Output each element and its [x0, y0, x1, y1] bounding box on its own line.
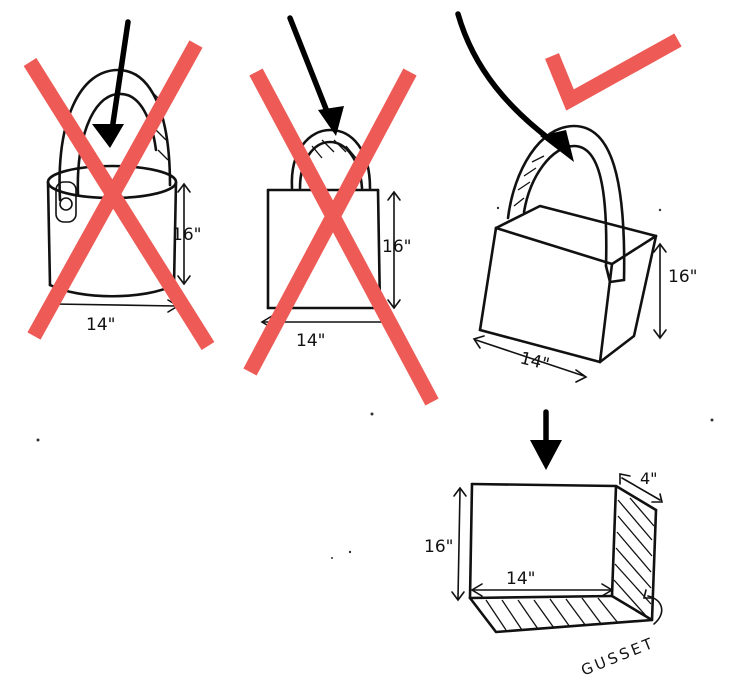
bag-1-height-dimension: [177, 182, 191, 286]
bag-3-width-dimension: [472, 335, 588, 383]
bag-1-reject-stroke-a: [23, 58, 215, 350]
bag-3-height-dimension: [653, 242, 667, 340]
ink-specks: [36, 206, 714, 559]
bag-2-height-dimension: [387, 190, 401, 310]
gusset-width-label: 14": [506, 569, 535, 589]
bag-3-width-label: 14": [518, 348, 551, 375]
bag-3-height-label: 16": [668, 267, 697, 287]
bag-2-reject-stroke-b: [243, 68, 417, 376]
bag-1-pointer-arrow: [92, 19, 131, 148]
bag-1-height-label: 16": [172, 225, 201, 245]
gusset-depth-label: 4": [640, 469, 658, 488]
bag-1: 16" 14": [23, 19, 215, 350]
gusset-box-body: [468, 482, 658, 634]
bag-1-width-dimension: [53, 299, 180, 313]
bag-2-width-label: 14": [296, 331, 325, 351]
bag-1-reject-mark: [23, 40, 215, 350]
bag-2-pointer-arrow: [287, 15, 344, 136]
down-arrow: [530, 409, 562, 470]
bag-2-reject-mark: [243, 68, 439, 406]
gusset-hatch-bottom: [485, 597, 619, 631]
bag-3: 16" 14": [455, 11, 697, 383]
gusset-box: 16" 14" 4" GUSSET: [424, 469, 664, 679]
gusset-label: GUSSET: [578, 633, 657, 679]
gusset-depth-dimension: [619, 473, 664, 503]
gusset-height-label: 16": [424, 537, 453, 557]
gusset-height-dimension: [451, 486, 467, 602]
gusset-pointer: [642, 589, 663, 625]
bag-3-body: [478, 124, 658, 364]
bag-3-pointer-arrow: [455, 11, 574, 162]
bag-3-approve-mark: [545, 33, 682, 111]
bag-2: 16" 14": [243, 15, 439, 406]
bag-2-height-label: 16": [382, 237, 411, 257]
bag-1-reject-stroke-b: [27, 40, 203, 340]
gusset-width-dimension: [470, 583, 614, 597]
bag-1-width-label: 14": [86, 315, 115, 335]
bag-2-reject-stroke-a: [249, 68, 439, 406]
